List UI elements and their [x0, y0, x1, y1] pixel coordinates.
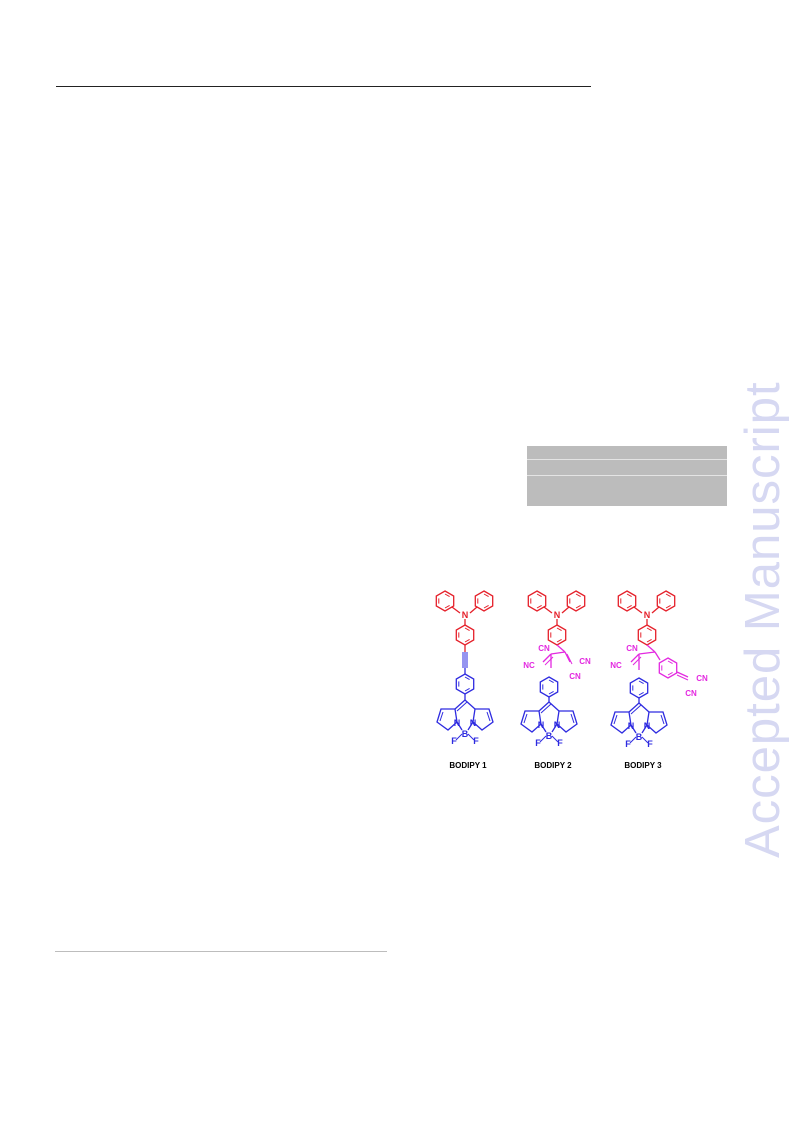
donor-triphenylamine: N [617, 590, 676, 646]
fluorine-label: F [535, 738, 541, 748]
donor-triphenylamine: N [527, 590, 586, 646]
cyano-label: CN [579, 657, 591, 666]
fluorine-label: F [473, 736, 479, 746]
bodipy-core: N N B F F [520, 676, 578, 748]
bodipy-core: N N B F F [610, 677, 668, 749]
fluorine-label: F [557, 738, 563, 748]
structures-svg: N N N B F F BODIPY 1 N [435, 590, 708, 770]
donor-triphenylamine: N [435, 590, 494, 652]
fluorine-label: F [625, 739, 631, 749]
table-rule [527, 475, 727, 476]
nitrogen-label: N [554, 720, 561, 730]
boron-label: B [636, 732, 643, 742]
cyano-label: CN [696, 674, 708, 683]
compound-bodipy-1: N N N B F F BODIPY 1 [435, 590, 494, 770]
compound-bodipy-2: N CN NC CN CN N N B F F BODIPY 2 [520, 590, 591, 770]
acceptor-tcnq: CN NC CN CN [610, 644, 708, 698]
nitrogen-label: N [454, 718, 461, 728]
boron-label: B [462, 729, 469, 739]
redacted-table-block [527, 446, 727, 506]
nitrogen-label: N [462, 610, 469, 620]
cyano-label: NC [610, 661, 622, 670]
nitrogen-label: N [554, 610, 561, 620]
cyano-label: CN [538, 644, 550, 653]
compound-bodipy-3: N CN NC CN CN N N B F F BODIPY 3 [610, 590, 708, 770]
nitrogen-label: N [538, 720, 545, 730]
compound-label: BODIPY 1 [449, 761, 487, 770]
cyano-label: CN [685, 689, 697, 698]
nitrogen-label: N [470, 718, 477, 728]
watermark-text: Accepted Manuscript [736, 381, 790, 858]
fluorine-label: F [451, 736, 457, 746]
fluorine-label: F [647, 739, 653, 749]
acceptor-tcbd: CN NC CN CN [523, 644, 591, 681]
compound-label: BODIPY 3 [624, 761, 662, 770]
boron-label: B [546, 731, 553, 741]
cyano-label: CN [626, 644, 638, 653]
nitrogen-label: N [644, 721, 651, 731]
nitrogen-label: N [644, 610, 651, 620]
bodipy-core: N N B F F [436, 652, 494, 746]
cyano-label: NC [523, 661, 535, 670]
footnote-rule [55, 951, 387, 952]
compound-label: BODIPY 2 [534, 761, 572, 770]
header-rule [56, 86, 591, 87]
chemical-structures-figure: N N N B F F BODIPY 1 N [410, 582, 740, 774]
table-rule [527, 459, 727, 460]
nitrogen-label: N [628, 721, 635, 731]
cyano-label: CN [569, 672, 581, 681]
